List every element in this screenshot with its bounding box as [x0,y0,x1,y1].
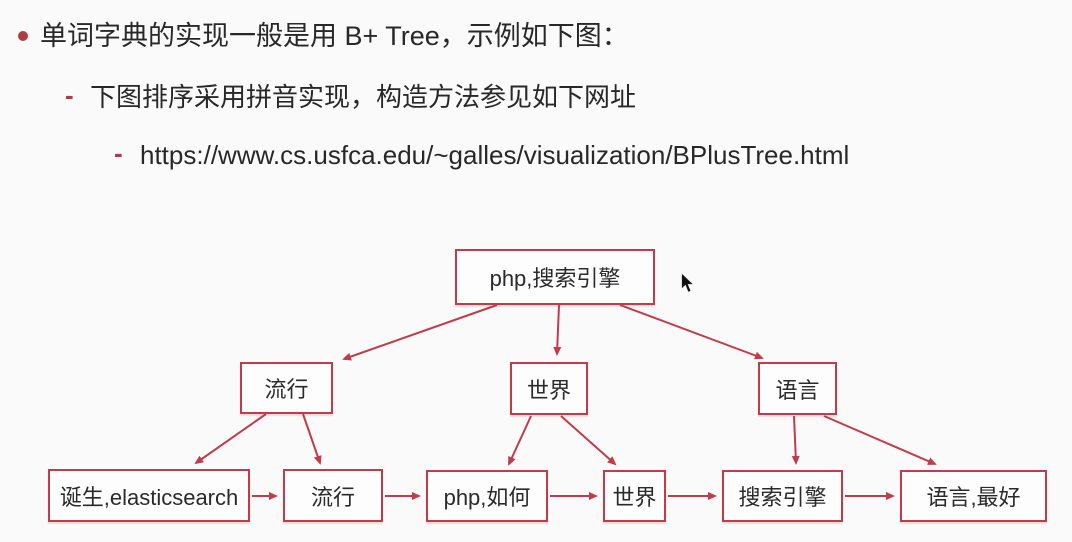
dash-marker-icon: - [114,138,123,168]
bullet-line-1: 单词字典的实现一般是用 B+ Tree，示例如下图： [40,21,629,51]
tree-node-internal-liuxing: 流行 [240,362,333,414]
tree-node-root: php,搜索引擎 [455,249,655,305]
tree-leaf-sousuoyinqing: 搜索引擎 [722,470,843,522]
tree-node-internal-shijie: 世界 [510,362,588,415]
tree-leaf-danshengelasticsearch: 诞生,elasticsearch [48,469,250,522]
bullet-line-2: 下图排序采用拼音实现，构造方法参见如下网址 [90,82,637,112]
tree-leaf-shijie: 世界 [603,470,666,522]
dash-marker-icon: - [65,80,74,110]
tree-leaf-php-ruhe: php,如何 [426,470,548,522]
bullet-url: https://www.cs.usfca.edu/~galles/visuali… [140,140,850,170]
tree-leaf-yuyan-zuihao: 语言,最好 [900,470,1047,522]
tree-leaf-liuxing: 流行 [283,469,383,522]
mouse-cursor-icon [681,272,695,293]
tree-node-internal-yuyan: 语言 [758,362,837,415]
bullet-dot-icon [18,31,28,41]
